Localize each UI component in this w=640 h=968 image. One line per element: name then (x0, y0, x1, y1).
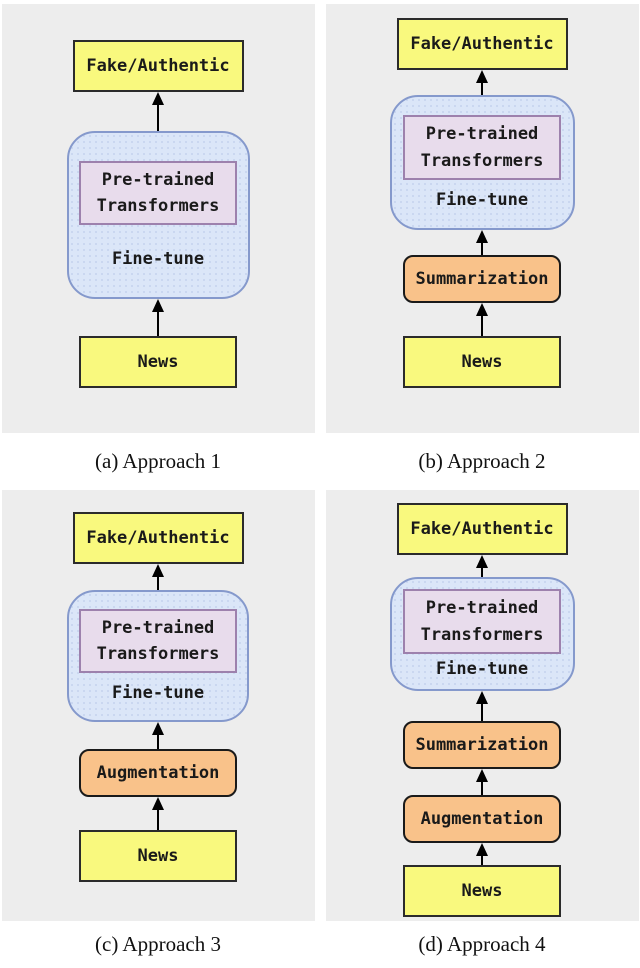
subfigure-d: Fake/Authentic Pre-trained Transformers … (325, 490, 639, 968)
up-arrow-icon (152, 797, 164, 830)
panel-approach-4: Fake/Authentic Pre-trained Transformers … (325, 490, 639, 921)
finetune-container: Pre-trained Transformers Fine-tune (389, 577, 575, 691)
arrow-head (476, 843, 488, 856)
up-arrow-icon (152, 564, 164, 590)
arrow-head (476, 70, 488, 83)
up-arrow-icon (152, 299, 164, 336)
arrow-line (157, 735, 159, 749)
up-arrow-icon (476, 230, 488, 255)
subfigure-b: Fake/Authentic Pre-trained Transformers … (325, 4, 639, 490)
arrow-head (476, 691, 488, 704)
panel-approach-1: Fake/Authentic Pre-trained Transformers … (1, 4, 315, 433)
up-arrow-icon (476, 70, 488, 95)
augmentation-box: Augmentation (403, 795, 561, 843)
up-arrow-icon (476, 303, 488, 336)
arrow-head (476, 769, 488, 782)
panel-approach-3: Fake/Authentic Pre-trained Transformers … (1, 490, 315, 921)
arrow-line (481, 856, 483, 865)
arrow-head (476, 303, 488, 316)
finetune-container: Pre-trained Transformers Fine-tune (66, 131, 250, 299)
arrow-line (157, 577, 159, 590)
up-arrow-icon (476, 691, 488, 721)
subfigure-c: Fake/Authentic Pre-trained Transformers … (1, 490, 315, 968)
summarization-box: Summarization (403, 721, 561, 769)
arrow-head (152, 797, 164, 810)
input-box: News (79, 830, 237, 882)
output-box: Fake/Authentic (396, 503, 568, 555)
up-arrow-icon (152, 722, 164, 749)
figure-row-top: Fake/Authentic Pre-trained Transformers … (0, 4, 640, 490)
up-arrow-icon (476, 555, 488, 577)
transformers-box: Pre-trained Transformers (79, 608, 237, 674)
finetune-container: Pre-trained Transformers Fine-tune (67, 590, 249, 722)
arrow-line (481, 704, 483, 721)
caption-b: (b) Approach 2 (418, 449, 546, 473)
output-box: Fake/Authentic (396, 18, 568, 70)
arrow-head (152, 722, 164, 735)
finetune-label: Fine-tune (435, 658, 529, 679)
up-arrow-icon (152, 92, 164, 131)
arrow-line (481, 782, 483, 795)
arrow-head (152, 564, 164, 577)
arrow-head (152, 299, 164, 312)
finetune-label: Fine-tune (111, 683, 205, 704)
caption-a: (a) Approach 1 (95, 449, 221, 473)
arrow-line (157, 105, 159, 131)
input-box: News (403, 865, 561, 917)
up-arrow-icon (476, 843, 488, 865)
finetune-label: Fine-tune (111, 249, 205, 270)
arrow-line (481, 83, 483, 95)
output-box: Fake/Authentic (72, 40, 244, 92)
subfigure-a: Fake/Authentic Pre-trained Transformers … (1, 4, 315, 490)
up-arrow-icon (476, 769, 488, 795)
output-box: Fake/Authentic (72, 512, 244, 564)
arrow-line (481, 568, 483, 577)
arrow-line (481, 243, 483, 255)
transformers-box: Pre-trained Transformers (403, 589, 561, 654)
arrow-line (157, 312, 159, 336)
finetune-label: Fine-tune (435, 189, 529, 210)
transformers-box: Pre-trained Transformers (79, 160, 237, 226)
figure-row-bottom: Fake/Authentic Pre-trained Transformers … (0, 490, 640, 968)
arrow-line (481, 316, 483, 336)
augmentation-box: Augmentation (79, 749, 237, 797)
transformers-box: Pre-trained Transformers (403, 115, 561, 180)
input-box: News (403, 336, 561, 388)
arrow-head (152, 92, 164, 105)
panel-approach-2: Fake/Authentic Pre-trained Transformers … (325, 4, 639, 433)
summarization-box: Summarization (403, 255, 561, 303)
caption-c: (c) Approach 3 (95, 932, 221, 956)
input-box: News (79, 336, 237, 388)
arrow-head (476, 555, 488, 568)
arrow-line (157, 810, 159, 830)
finetune-container: Pre-trained Transformers Fine-tune (389, 95, 575, 230)
arrow-head (476, 230, 488, 243)
caption-d: (d) Approach 4 (418, 932, 546, 956)
